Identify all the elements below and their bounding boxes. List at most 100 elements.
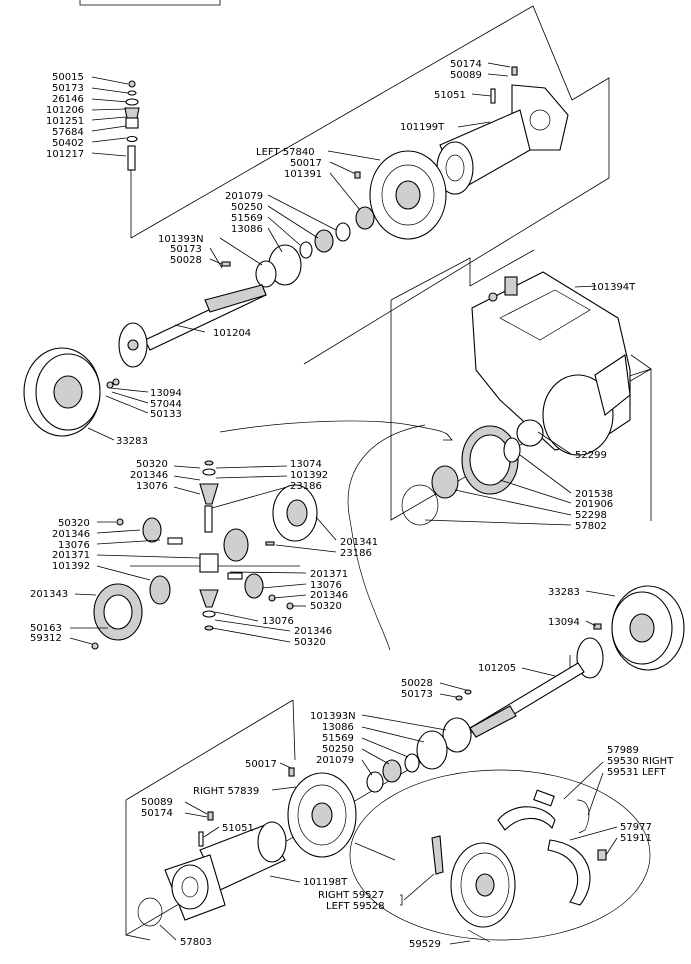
label-50320-b: 50320 [58,518,90,529]
label-50089-a: 50089 [450,70,482,81]
label-57989: 57989 [607,745,639,756]
label-13094-b: 13094 [548,617,580,628]
label-50133: 50133 [150,409,182,420]
label-50163: 50163 [30,623,62,634]
label-50402: 50402 [52,138,84,149]
label-201371-a: 201371 [52,550,90,561]
label-101217: 101217 [46,149,84,160]
label-50028-b: 50028 [401,678,433,689]
label-right-59527: RIGHT 59527 [318,890,384,901]
label-50173-a: 50173 [52,83,84,94]
label-201079-a: 201079 [225,191,263,202]
label-59312: 59312 [30,633,62,644]
label-201906: 201906 [575,499,613,510]
pin-assembly [91,76,140,171]
gearbox-frame [390,249,535,301]
upper-axle-frame [130,5,610,365]
label-201346-a: 201346 [130,470,168,481]
label-13076-c: 13076 [310,580,342,591]
label-50250-a: 50250 [231,202,263,213]
label-50250-b: 50250 [322,744,354,755]
label-13094-a: 13094 [150,388,182,399]
label-50017-a: 50017 [290,158,322,169]
wheel-hub-right [585,585,685,671]
label-57977: 57977 [620,822,652,833]
label-57684: 57684 [52,127,84,138]
part-labels: 50015 50173 26146 101206 101251 57684 50… [30,59,674,950]
label-50320-d: 50320 [294,637,326,648]
label-23186-b: 23186 [340,548,372,559]
label-50173-b: 50173 [170,244,202,255]
label-33283-b: 33283 [548,587,580,598]
label-26146: 26146 [52,94,84,105]
gearbox-housing [471,271,631,456]
bearing-stack-upper [209,194,375,288]
label-101206: 101206 [46,105,84,116]
label-50320-c: 50320 [310,601,342,612]
label-50320-a: 50320 [136,459,168,470]
label-51051-a: 51051 [434,90,466,101]
label-left-59528: LEFT 59528 [326,901,385,912]
label-101392-a: 101392 [290,470,328,481]
label-201079-b: 201079 [316,755,354,766]
curve-separator [219,420,453,441]
spider-differential [69,460,337,650]
label-23186-a: 23186 [290,481,322,492]
differential-gear-right [401,419,572,526]
label-59531-left: 59531 LEFT [607,767,666,778]
label-33283-a: 33283 [116,436,148,447]
label-101204: 101204 [213,328,251,339]
label-51569-b: 51569 [322,733,354,744]
label-101393N-a: 101393N [158,234,204,245]
bearing-stack-lower [361,682,472,793]
label-13076-b: 13076 [58,540,90,551]
label-201346-d: 201346 [294,626,332,637]
label-57044: 57044 [150,399,182,410]
label-101393N-b: 101393N [310,711,356,722]
label-57803: 57803 [180,937,212,948]
label-101391: 101391 [284,169,322,180]
label-201343: 201343 [30,589,68,600]
label-50015: 50015 [52,72,84,83]
label-right-57839: RIGHT 57839 [193,786,259,797]
label-201371-b: 201371 [310,569,348,580]
label-201346-c: 201346 [310,590,348,601]
label-13086-a: 13086 [231,224,263,235]
label-201346-b: 201346 [52,529,90,540]
wheel-hub-left [23,347,149,441]
label-13086-b: 13086 [322,722,354,733]
label-left-57840: LEFT 57840 [256,147,315,158]
label-101394T: 101394T [591,282,636,293]
right-axle-housing-top [436,62,569,195]
label-50089-b: 50089 [141,797,173,808]
label-13076-a: 13076 [136,481,168,492]
label-51911: 51911 [620,833,652,844]
label-101392-b: 101392 [52,561,90,572]
label-52299: 52299 [575,450,607,461]
label-201538: 201538 [575,489,613,500]
label-50017-b: 50017 [245,759,277,770]
axle-shaft-upper [118,284,267,368]
label-50174-b: 50174 [141,808,173,819]
label-101251: 101251 [46,116,84,127]
label-52298: 52298 [575,510,607,521]
label-50174-a: 50174 [450,59,482,70]
label-13074: 13074 [290,459,322,470]
brake-plate-right [271,762,357,858]
label-50173-c: 50173 [401,689,433,700]
label-101199T: 101199T [400,122,445,133]
label-59530-right: 59530 RIGHT [607,756,674,767]
label-101205: 101205 [478,663,516,674]
top-frame-tab [79,0,221,6]
brake-detail [400,761,618,945]
label-50028-a: 50028 [170,255,202,266]
label-101198T: 101198T [303,877,348,888]
label-51569-a: 51569 [231,213,263,224]
label-59529: 59529 [409,939,441,950]
brake-detail-ellipse [349,769,651,941]
label-57802: 57802 [575,521,607,532]
axle-shaft-lower [469,637,604,738]
brake-plate-left [327,150,447,240]
